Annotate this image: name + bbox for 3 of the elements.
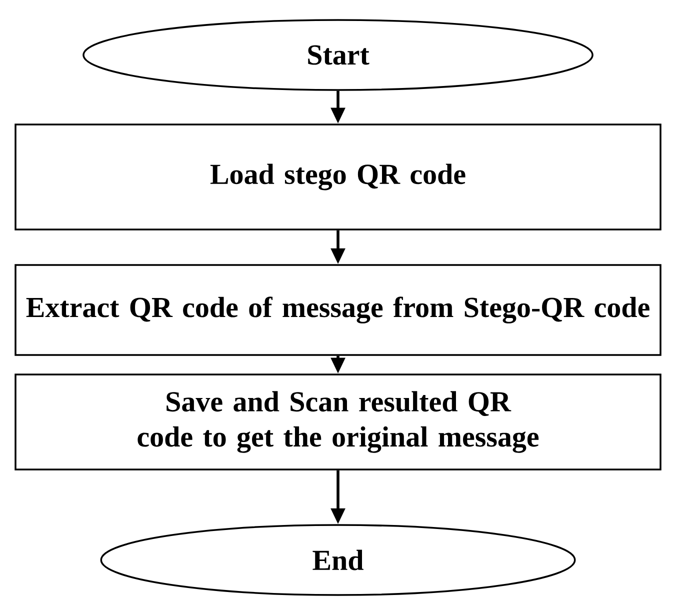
process-box: Extract QR code of message from Stego-QR code [14, 264, 662, 356]
process-box: Save and Scan resulted QR code to get the original message [14, 374, 662, 470]
process-box: Load stego QR code [14, 124, 662, 230]
